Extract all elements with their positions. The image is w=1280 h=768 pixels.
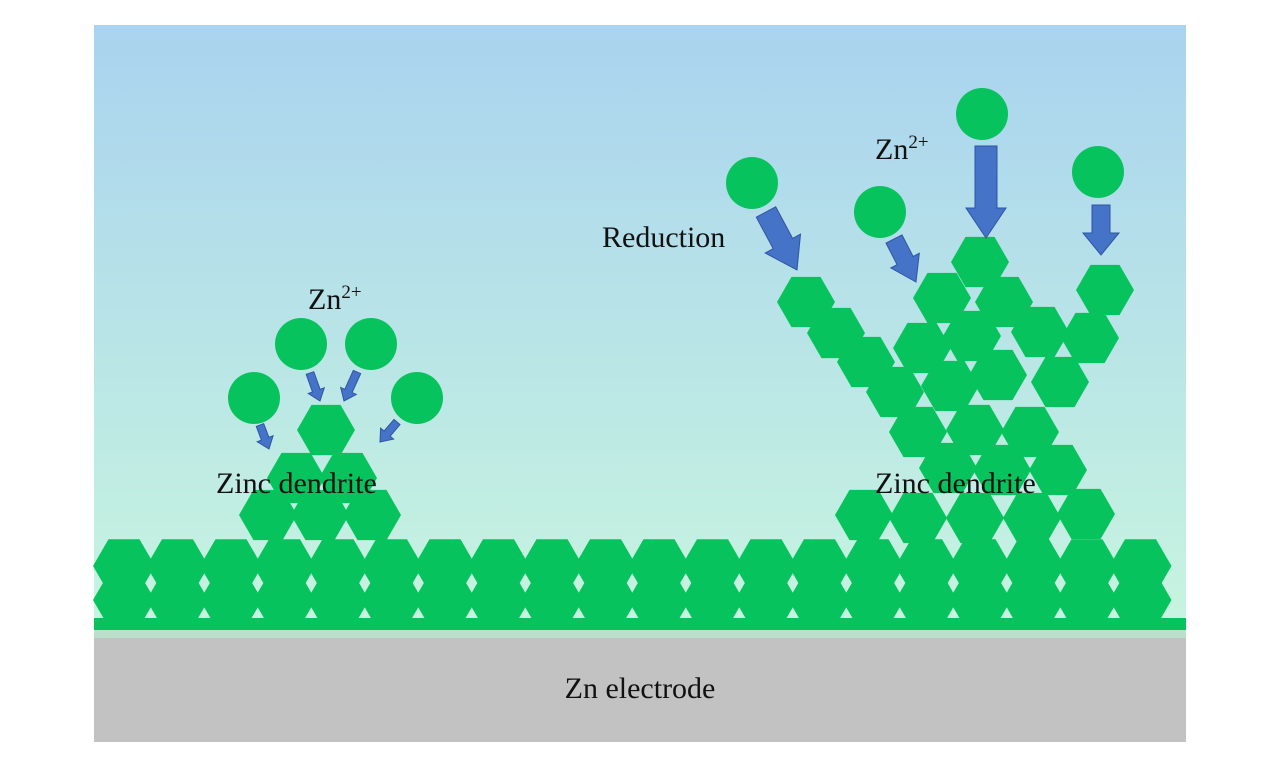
zn-ions xyxy=(228,88,1124,424)
zinc-crystal-hexagon xyxy=(921,360,979,412)
zinc-crystal-hexagon xyxy=(951,236,1009,288)
deposition-arrow xyxy=(965,145,1007,239)
zinc-crystal-hexagon xyxy=(628,573,690,627)
zinc-crystal-hexagon xyxy=(973,444,1031,496)
left-dendrite xyxy=(239,404,401,541)
zinc-crystal-hexagon xyxy=(253,573,316,627)
zinc-crystal-hexagon xyxy=(975,276,1033,328)
zinc-crystal-hexagon xyxy=(735,573,797,627)
zinc-crystal-hexagon xyxy=(467,573,530,627)
ion-label-right-charge: 2+ xyxy=(908,132,928,153)
zinc-crystal-hexagon xyxy=(946,492,1004,544)
zinc-crystal-hexagon xyxy=(1031,356,1089,408)
zinc-crystal-hexagon xyxy=(835,489,893,541)
ion-label-left-base: Zn xyxy=(308,283,341,316)
zn-electrode xyxy=(94,638,1186,742)
zinc-crystal-hexagon xyxy=(1029,444,1087,496)
zinc-crystal-hexagon xyxy=(297,404,355,456)
zinc-crystal-hexagon xyxy=(913,272,971,324)
deposition-arrow xyxy=(379,418,401,443)
zn-ion-circle xyxy=(228,372,280,424)
ion-label-right-base: Zn xyxy=(875,133,908,166)
zinc-crystal-hexagon xyxy=(842,573,904,627)
zinc-crystal-hexagon xyxy=(414,573,476,627)
zinc-crystal-hexagon xyxy=(788,573,851,627)
ion-label-right: Zn2+ xyxy=(875,132,929,166)
zinc-surface-line xyxy=(94,618,1186,630)
zinc-crystal-hexagon xyxy=(1003,492,1061,544)
zinc-crystal-hexagon xyxy=(267,452,325,504)
zinc-crystal-hexagon xyxy=(893,322,951,374)
zinc-crystal-hexagon xyxy=(200,573,262,627)
zinc-crystal-hexagon xyxy=(866,366,924,418)
zinc-crystal-hexagon xyxy=(1001,406,1059,458)
zn-ion-circle xyxy=(854,186,906,238)
deposition-arrow xyxy=(1081,204,1121,256)
zn-ion-circle xyxy=(1072,146,1124,198)
zinc-crystal-hexagon xyxy=(889,406,947,458)
zinc-crystal-hexagon xyxy=(943,310,1001,362)
deposition-arrow xyxy=(755,206,802,271)
ion-label-left-charge: 2+ xyxy=(341,282,361,303)
dendrite-label-right: Zinc dendrite xyxy=(875,467,1036,500)
zinc-crystal-hexagon xyxy=(1011,306,1069,358)
deposition-arrow xyxy=(885,234,920,283)
zinc-crystal-hexagon xyxy=(574,573,637,627)
deposition-arrow xyxy=(255,422,274,450)
deposition-arrow xyxy=(339,369,362,402)
zinc-crystal-hexagon xyxy=(93,573,155,627)
zinc-crystal-hexagon xyxy=(1076,264,1134,316)
dendrite-label-left: Zinc dendrite xyxy=(216,467,377,500)
zn-ion-circle xyxy=(345,318,397,370)
zinc-crystal-hexagon xyxy=(919,442,977,494)
zn-ion-circle xyxy=(391,372,443,424)
zinc-crystal-hexagon xyxy=(360,573,423,627)
electrode-label: Zn electrode xyxy=(565,672,716,705)
right-dendrite xyxy=(777,236,1134,544)
ion-label-left: Zn2+ xyxy=(308,282,362,316)
zinc-crystal-hexagon xyxy=(1109,573,1172,627)
deposition-arrow xyxy=(305,371,326,402)
zn-ion-circle xyxy=(275,318,327,370)
zinc-crystal-hexagon xyxy=(949,573,1011,627)
deposition-arrows xyxy=(255,145,1121,450)
zinc-crystal-hexagon xyxy=(146,573,209,627)
zn-ion-circle xyxy=(956,88,1008,140)
zinc-crystal-hexagon xyxy=(1061,312,1119,364)
zinc-crystal-hexagon xyxy=(946,404,1004,456)
zinc-crystal-hexagon xyxy=(307,573,369,627)
zinc-crystal-hexagon xyxy=(319,452,377,504)
zinc-crystal-hexagon xyxy=(889,492,947,544)
base-deposit-layer xyxy=(93,539,1172,627)
zinc-crystal-hexagon xyxy=(895,573,958,627)
zinc-crystal-hexagon xyxy=(681,573,744,627)
zinc-crystal-hexagon xyxy=(521,573,583,627)
zn-ion-circle xyxy=(726,157,778,209)
reduction-label: Reduction xyxy=(602,221,725,254)
zinc-crystal-hexagon xyxy=(1002,573,1065,627)
zinc-crystal-hexagon xyxy=(1056,573,1118,627)
zinc-crystal-hexagon xyxy=(1057,488,1115,540)
zinc-crystal-hexagon xyxy=(969,349,1027,401)
